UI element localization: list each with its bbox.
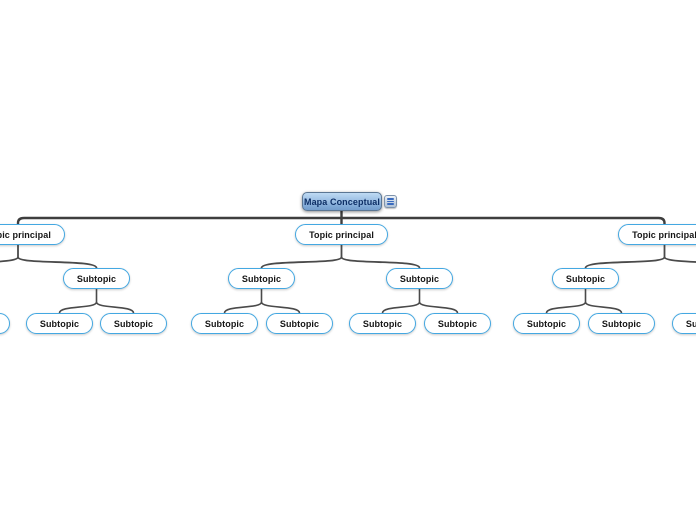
subtopic-node[interactable]: Subtopic bbox=[63, 268, 130, 289]
subtopic-node[interactable]: Subtopic bbox=[191, 313, 258, 334]
subtopic-node[interactable]: Subtopic bbox=[266, 313, 333, 334]
root-topic-node[interactable]: Mapa Conceptual bbox=[302, 192, 382, 211]
subtopic-node[interactable]: Subtopic bbox=[386, 268, 453, 289]
subtopic-node-clipped-right[interactable]: Subtopic bbox=[672, 313, 696, 334]
subtopic-node[interactable]: Subtopic bbox=[513, 313, 580, 334]
root-connectors bbox=[16, 211, 666, 224]
topic-node-left[interactable]: Topic principal bbox=[0, 224, 65, 245]
notes-icon[interactable] bbox=[384, 195, 397, 208]
subtopic-node[interactable]: Subtopic bbox=[424, 313, 491, 334]
subtopic-node[interactable]: Subtopic bbox=[228, 268, 295, 289]
subtopic-node[interactable]: Subtopic bbox=[552, 268, 619, 289]
subtopic-node[interactable]: Subtopic bbox=[588, 313, 655, 334]
topic-branch-connectors bbox=[0, 245, 696, 269]
subtopic-branch-connectors bbox=[58, 289, 623, 314]
subtopic-node[interactable]: Subtopic bbox=[100, 313, 167, 334]
topic-node-center[interactable]: Topic principal bbox=[295, 224, 388, 245]
topic-node-right[interactable]: Topic principal bbox=[618, 224, 696, 245]
subtopic-node[interactable]: Subtopic bbox=[349, 313, 416, 334]
subtopic-node[interactable]: Subtopic bbox=[26, 313, 93, 334]
